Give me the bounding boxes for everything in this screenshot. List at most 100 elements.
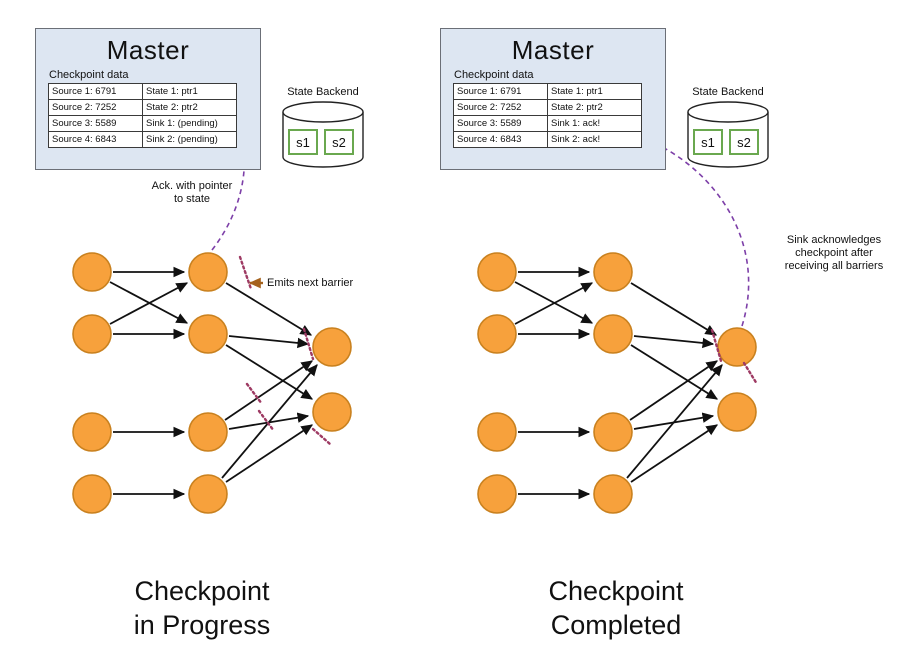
- right-barrier-marks: [710, 328, 759, 386]
- source-node: [477, 412, 517, 452]
- barrier-mark: [238, 255, 253, 291]
- database-cylinder-top: [282, 101, 364, 123]
- barrier-mark: [257, 409, 276, 433]
- edge: [221, 364, 318, 479]
- barrier-mark: [742, 361, 759, 386]
- left-dataflow-graph: [72, 112, 352, 514]
- edge: [630, 344, 718, 400]
- left-edges: [109, 266, 318, 500]
- edge: [224, 360, 313, 421]
- table-row: Source 4: 6843 Sink 2: (pending): [48, 131, 237, 148]
- master-title: Master: [106, 35, 190, 65]
- table-cell: Sink 1: ack!: [547, 115, 642, 132]
- sink-node: [717, 392, 757, 432]
- left-nodes: [72, 252, 352, 514]
- edge: [630, 282, 717, 336]
- checkpoint-table: Source 1: 6791 State 1: ptr1 Source 2: 7…: [48, 83, 237, 148]
- source-node: [477, 474, 517, 514]
- table-cell: Source 3: 5589: [48, 115, 143, 132]
- table-cell: Sink 2: ack!: [547, 131, 642, 148]
- master-panel-left: Master Checkpoint data Source 1: 6791 St…: [35, 28, 261, 170]
- state-snapshot-box: [729, 129, 759, 155]
- right-edges: [514, 266, 723, 500]
- table-cell: Source 4: 6843: [453, 131, 548, 148]
- table-row: Source 1: 6791 State 1: ptr1: [48, 83, 237, 100]
- source-node: [72, 412, 112, 452]
- sink-node: [312, 327, 352, 367]
- edge: [626, 364, 723, 479]
- master-title: Master: [511, 35, 595, 65]
- right-nodes: [477, 252, 757, 514]
- state-snapshot-label: s1: [701, 135, 715, 150]
- source-node: [72, 474, 112, 514]
- edge: [228, 335, 310, 349]
- state-snapshot-label: s2: [332, 135, 346, 150]
- task-node: [188, 474, 228, 514]
- edge: [225, 424, 313, 483]
- table-cell: Source 2: 7252: [453, 99, 548, 116]
- edge: [630, 424, 718, 483]
- edge: [514, 282, 594, 325]
- state-snapshot-box: [288, 129, 318, 155]
- sink-ack-note: Sink acknowledges checkpoint after recei…: [784, 234, 884, 272]
- table-cell: Source 4: 6843: [48, 131, 143, 148]
- task-node: [188, 252, 228, 292]
- task-node: [188, 314, 228, 354]
- source-node: [72, 252, 112, 292]
- table-row: Source 4: 6843 Sink 2: ack!: [453, 131, 642, 148]
- edge: [629, 360, 718, 421]
- left-barrier-marks: [238, 255, 332, 446]
- state-snapshot-box: [324, 129, 354, 155]
- edge: [109, 282, 189, 325]
- state-snapshot-label: s2: [737, 135, 751, 150]
- master-panel-right: Master Checkpoint data Source 1: 6791 St…: [440, 28, 666, 170]
- table-row: Source 3: 5589 Sink 1: ack!: [453, 115, 642, 132]
- state-backend-left: s1 s2: [282, 101, 364, 168]
- barrier-mark: [245, 382, 264, 406]
- source-node: [72, 314, 112, 354]
- edge: [633, 335, 715, 349]
- table-cell: State 2: ptr2: [547, 99, 642, 116]
- table-row: Source 2: 7252 State 2: ptr2: [453, 99, 642, 116]
- table-cell: State 2: ptr2: [142, 99, 237, 116]
- table-cell: Sink 1: (pending): [142, 115, 237, 132]
- barrier-mark: [710, 328, 723, 363]
- source-node: [477, 314, 517, 354]
- edge: [225, 344, 313, 400]
- table-cell: Source 1: 6791: [48, 83, 143, 100]
- emit-barrier-note: Emits next barrier: [267, 277, 354, 289]
- checkpoint-data-label: Checkpoint data: [49, 69, 129, 81]
- state-snapshot-box: [693, 129, 723, 155]
- table-row: Source 2: 7252 State 2: ptr2: [48, 99, 237, 116]
- table-cell: State 1: ptr1: [547, 83, 642, 100]
- table-cell: Source 3: 5589: [453, 115, 548, 132]
- barrier-mark: [311, 427, 332, 446]
- right-dataflow-graph: [477, 137, 759, 514]
- caption-checkpoint-in-progress: Checkpoint in Progress: [133, 576, 271, 640]
- source-node: [477, 252, 517, 292]
- task-node: [593, 314, 633, 354]
- barrier-mark: [302, 327, 315, 361]
- table-row: Source 1: 6791 State 1: ptr1: [453, 83, 642, 100]
- sink-node: [312, 392, 352, 432]
- edge: [225, 282, 312, 336]
- table-cell: State 1: ptr1: [142, 83, 237, 100]
- state-backend-label: State Backend: [692, 86, 764, 98]
- task-node: [593, 474, 633, 514]
- state-snapshot-label: s1: [296, 135, 310, 150]
- task-node: [593, 412, 633, 452]
- sink-ack-arrow: [641, 137, 750, 327]
- table-cell: Source 1: 6791: [453, 83, 548, 100]
- state-backend-right: s1 s2: [687, 101, 769, 168]
- state-backend-label: State Backend: [287, 86, 359, 98]
- table-row: Source 3: 5589 Sink 1: (pending): [48, 115, 237, 132]
- caption-checkpoint-completed: Checkpoint Completed: [548, 576, 684, 640]
- sink-node: [717, 327, 757, 367]
- checkpoint-data-label: Checkpoint data: [454, 69, 534, 81]
- ack-note: Ack. with pointer to state: [151, 180, 233, 205]
- checkpoint-table: Source 1: 6791 State 1: ptr1 Source 2: 7…: [453, 83, 642, 148]
- database-cylinder-top: [687, 101, 769, 123]
- table-cell: Sink 2: (pending): [142, 131, 237, 148]
